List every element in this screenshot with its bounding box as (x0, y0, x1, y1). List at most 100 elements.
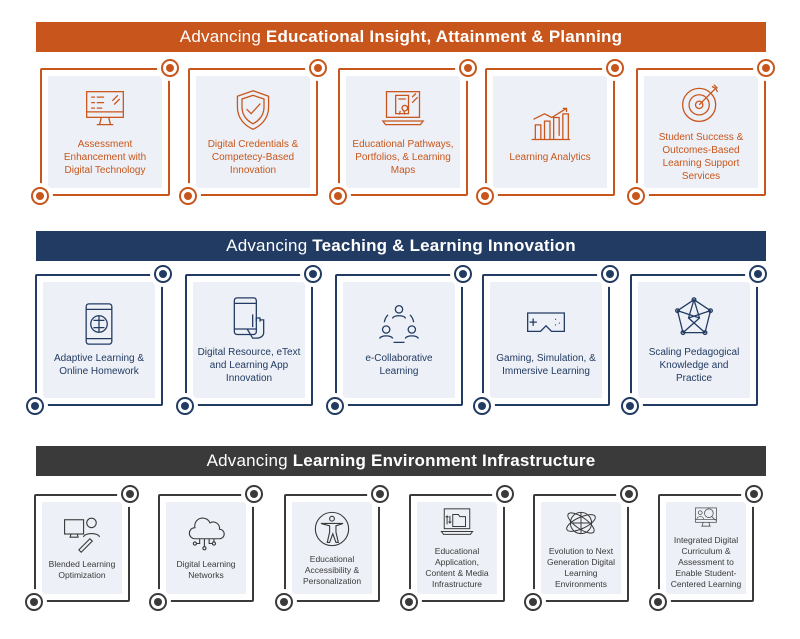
connector-dot-icon (25, 593, 43, 611)
card-body: e-Collaborative Learning (343, 282, 455, 398)
people-cycle-icon (379, 305, 419, 343)
section-banner-infrastructure: Advancing Learning Environment Infrastru… (36, 446, 766, 476)
card-monitor-checklist: Assessment Enhancement with Digital Tech… (31, 59, 179, 205)
card-frame (409, 494, 505, 602)
card-globe-orbit: Evolution to Next Generation Digital Lea… (524, 485, 638, 611)
connector-dot-icon (371, 485, 389, 503)
connector-dot-icon (627, 187, 645, 205)
accessibility-icon (314, 511, 350, 546)
connector-dot-icon (473, 397, 491, 415)
connector-dot-icon (245, 485, 263, 503)
connector-dot-icon (454, 265, 472, 283)
connector-dot-icon (179, 187, 197, 205)
connector-dot-icon (31, 187, 49, 205)
card-label: Integrated Digital Curriculum & Assessme… (670, 535, 742, 589)
section-banner-insight: Advancing Educational Insight, Attainmen… (36, 22, 766, 52)
card-body: Digital Credentials & Competecy-Based In… (196, 76, 310, 188)
card-vr-headset: Gaming, Simulation, & Immersive Learning (473, 265, 619, 415)
card-body: Scaling Pedagogical Knowledge and Practi… (638, 282, 750, 398)
card-laptop-certificate: Educational Pathways, Portfolios, & Lear… (329, 59, 477, 205)
connector-dot-icon (275, 593, 293, 611)
card-accessibility: Educational Accessibility & Personalizat… (275, 485, 389, 611)
card-frame (34, 494, 130, 602)
card-body: Adaptive Learning & Online Homework (43, 282, 155, 398)
shield-check-icon (236, 89, 270, 130)
connector-dot-icon (649, 593, 667, 611)
card-label: Digital Resource, eText and Learning App… (197, 346, 301, 384)
card-body: Gaming, Simulation, & Immersive Learning (490, 282, 602, 398)
network-node-icon (675, 296, 713, 335)
banner-title: Learning Environment Infrastructure (292, 451, 596, 470)
connector-dot-icon (400, 593, 418, 611)
card-label: Adaptive Learning & Online Homework (53, 353, 145, 377)
target-arrow-icon (682, 84, 719, 122)
connector-dot-icon (476, 187, 494, 205)
card-body: Educational Pathways, Portfolios, & Lear… (346, 76, 460, 188)
connector-dot-icon (620, 485, 638, 503)
connector-dot-icon (606, 59, 624, 77)
card-label: Scaling Pedagogical Knowledge and Practi… (648, 346, 740, 384)
card-label: Gaming, Simulation, & Immersive Learning (496, 353, 596, 377)
card-frame (188, 68, 318, 196)
connector-dot-icon (524, 593, 542, 611)
connector-dot-icon (149, 593, 167, 611)
banner-title: Teaching & Learning Innovation (312, 236, 576, 255)
card-label: Blended Learning Optimization (48, 559, 116, 580)
monitor-checklist-icon (86, 90, 124, 125)
connector-dot-icon (176, 397, 194, 415)
bar-chart-trend-icon (531, 107, 571, 140)
card-frame (335, 274, 463, 406)
card-label: Digital Learning Networks (176, 559, 236, 580)
phone-touch-icon (233, 296, 265, 339)
cloud-circuit-icon (188, 517, 225, 551)
card-frame (284, 494, 380, 602)
card-label: e-Collaborative Learning (365, 353, 433, 377)
laptop-certificate-icon (381, 90, 425, 125)
connector-dot-icon (496, 485, 514, 503)
laptop-folder-icon (440, 508, 474, 535)
connector-dot-icon (154, 265, 172, 283)
connector-dot-icon (745, 485, 763, 503)
card-label: Educational Accessibility & Personalizat… (302, 553, 362, 586)
card-body: Digital Resource, eText and Learning App… (193, 282, 305, 398)
card-frame (338, 68, 468, 196)
connector-dot-icon (601, 265, 619, 283)
connector-dot-icon (161, 59, 179, 77)
card-people-cycle: e-Collaborative Learning (326, 265, 472, 415)
card-label: Educational Application, Content & Media… (425, 546, 489, 589)
card-frame (158, 494, 254, 602)
connector-dot-icon (329, 187, 347, 205)
card-label: Student Success & Outcomes-Based Learnin… (658, 132, 744, 182)
connector-dot-icon (121, 485, 139, 503)
card-frame (658, 494, 754, 602)
card-frame (40, 68, 170, 196)
card-frame (630, 274, 758, 406)
connector-dot-icon (326, 397, 344, 415)
banner-prefix: Advancing (226, 236, 313, 255)
card-frame (185, 274, 313, 406)
card-laptop-folder: Educational Application, Content & Media… (400, 485, 514, 611)
card-cloud-circuit: Digital Learning Networks (149, 485, 263, 611)
connector-dot-icon (749, 265, 767, 283)
connector-dot-icon (757, 59, 775, 77)
card-phone-touch: Digital Resource, eText and Learning App… (176, 265, 322, 415)
card-label: Evolution to Next Generation Digital Lea… (546, 546, 616, 589)
banner-prefix: Advancing (206, 451, 293, 470)
card-body: Blended Learning Optimization (42, 502, 122, 594)
card-label: Digital Credentials & Competecy-Based In… (207, 138, 299, 176)
card-body: Assessment Enhancement with Digital Tech… (48, 76, 162, 188)
banner-title: Educational Insight, Attainment & Planni… (265, 27, 623, 46)
card-body: Digital Learning Networks (166, 502, 246, 594)
banner-prefix: Advancing (179, 27, 266, 46)
card-body: Evolution to Next Generation Digital Lea… (541, 502, 621, 594)
card-target-arrow: Student Success & Outcomes-Based Learnin… (627, 59, 775, 205)
connector-dot-icon (304, 265, 322, 283)
card-body: Student Success & Outcomes-Based Learnin… (644, 76, 758, 188)
card-frame (485, 68, 615, 196)
card-label: Educational Pathways, Portfolios, & Lear… (352, 138, 454, 176)
card-bar-chart-trend: Learning Analytics (476, 59, 624, 205)
card-frame (533, 494, 629, 602)
vr-headset-icon (527, 312, 565, 332)
card-body: Integrated Digital Curriculum & Assessme… (666, 502, 746, 594)
card-shield-check: Digital Credentials & Competecy-Based In… (179, 59, 327, 205)
